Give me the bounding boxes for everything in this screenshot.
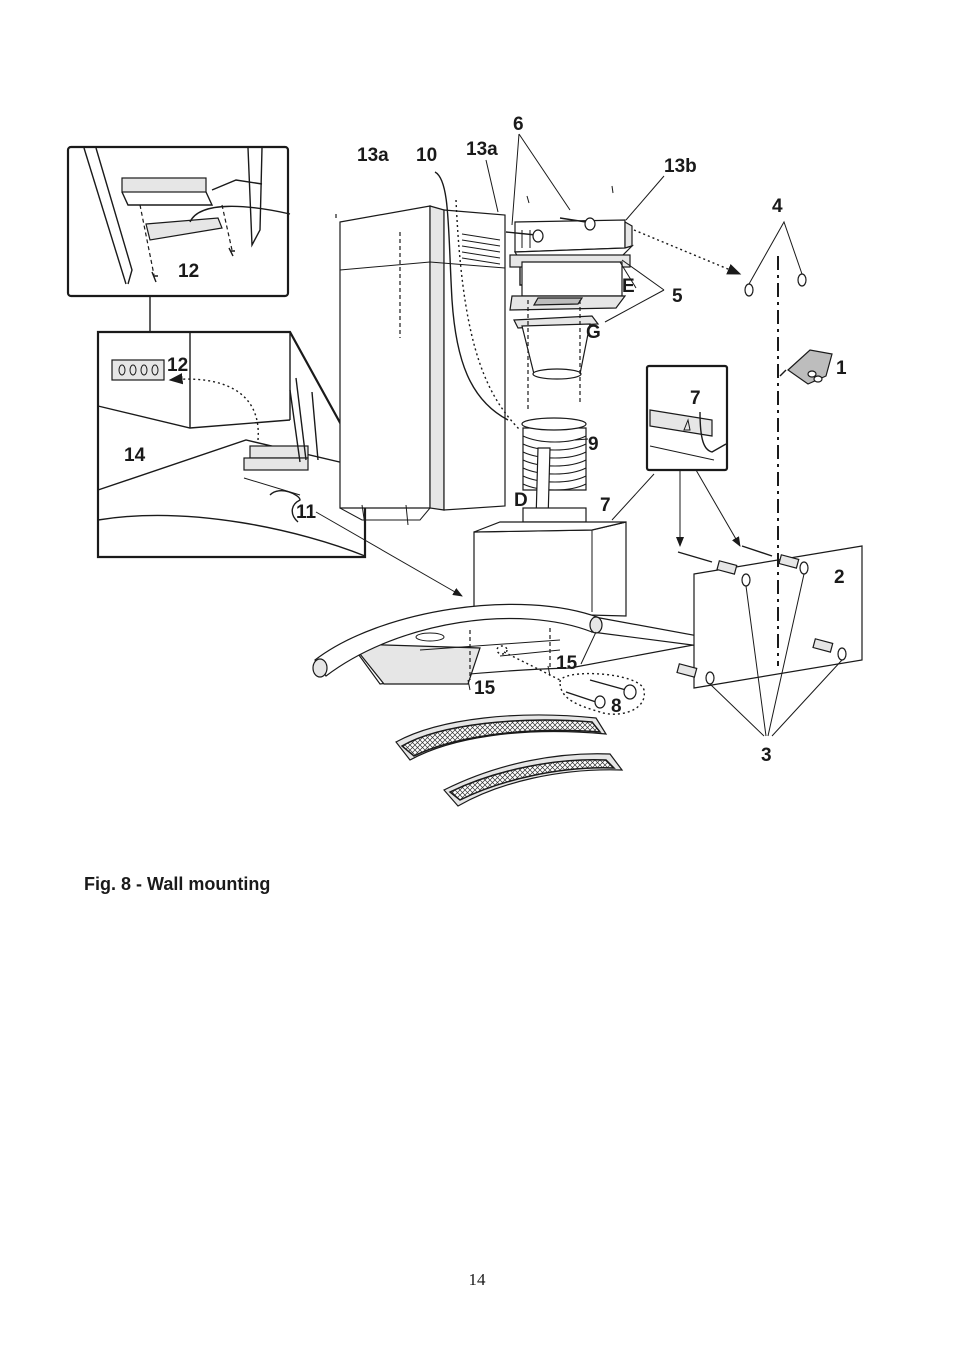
cable-10	[434, 171, 509, 421]
air-outlet	[509, 261, 627, 410]
label-5: 5	[672, 286, 683, 307]
vent-grille	[461, 233, 501, 265]
wall-mounting-diagram: 1 2 3 4 5 6 7 7 8 9 10 11 12 12 13a 13a …	[66, 114, 863, 807]
hood-canopy	[312, 603, 721, 691]
figure-caption: Fig. 8 - Wall mounting	[84, 874, 271, 894]
flex-pipe-9	[521, 417, 587, 523]
wall-centerline	[633, 220, 807, 666]
inset-wiring-detail	[96, 330, 367, 559]
label-D: D	[514, 490, 528, 511]
label-14: 14	[124, 445, 146, 466]
grease-filters	[395, 714, 624, 807]
label-E: E	[622, 276, 635, 297]
label-7-inset: 7	[690, 388, 701, 409]
label-1: 1	[836, 358, 847, 379]
label-12-inset: 12	[167, 355, 188, 376]
label-8: 8	[611, 696, 622, 717]
label-10: 10	[416, 145, 437, 166]
label-15-left: 15	[474, 678, 496, 699]
inset-bracket-7	[611, 364, 741, 547]
label-15-right: 15	[556, 653, 578, 674]
screws-6	[505, 185, 614, 243]
marking-tool-icon	[779, 349, 833, 385]
label-9: 9	[588, 434, 599, 455]
chimney-upper	[335, 205, 506, 526]
label-4: 4	[772, 196, 783, 217]
label-13a-left: 13a	[357, 145, 389, 166]
label-G: G	[586, 322, 601, 343]
screws-group-8	[496, 645, 645, 715]
label-3: 3	[761, 745, 772, 766]
label-6: 6	[513, 114, 524, 135]
label-7: 7	[600, 495, 611, 516]
label-11: 11	[296, 502, 317, 523]
label-12-top: 12	[178, 261, 199, 282]
motor-housing	[473, 521, 627, 617]
leader-lines	[485, 133, 665, 665]
inset-connector-detail	[66, 145, 291, 298]
label-13a-right: 13a	[466, 139, 498, 160]
arrow-11	[315, 511, 463, 597]
label-13b: 13b	[664, 156, 697, 177]
page-number: 14	[468, 1270, 486, 1289]
label-2: 2	[834, 567, 845, 588]
